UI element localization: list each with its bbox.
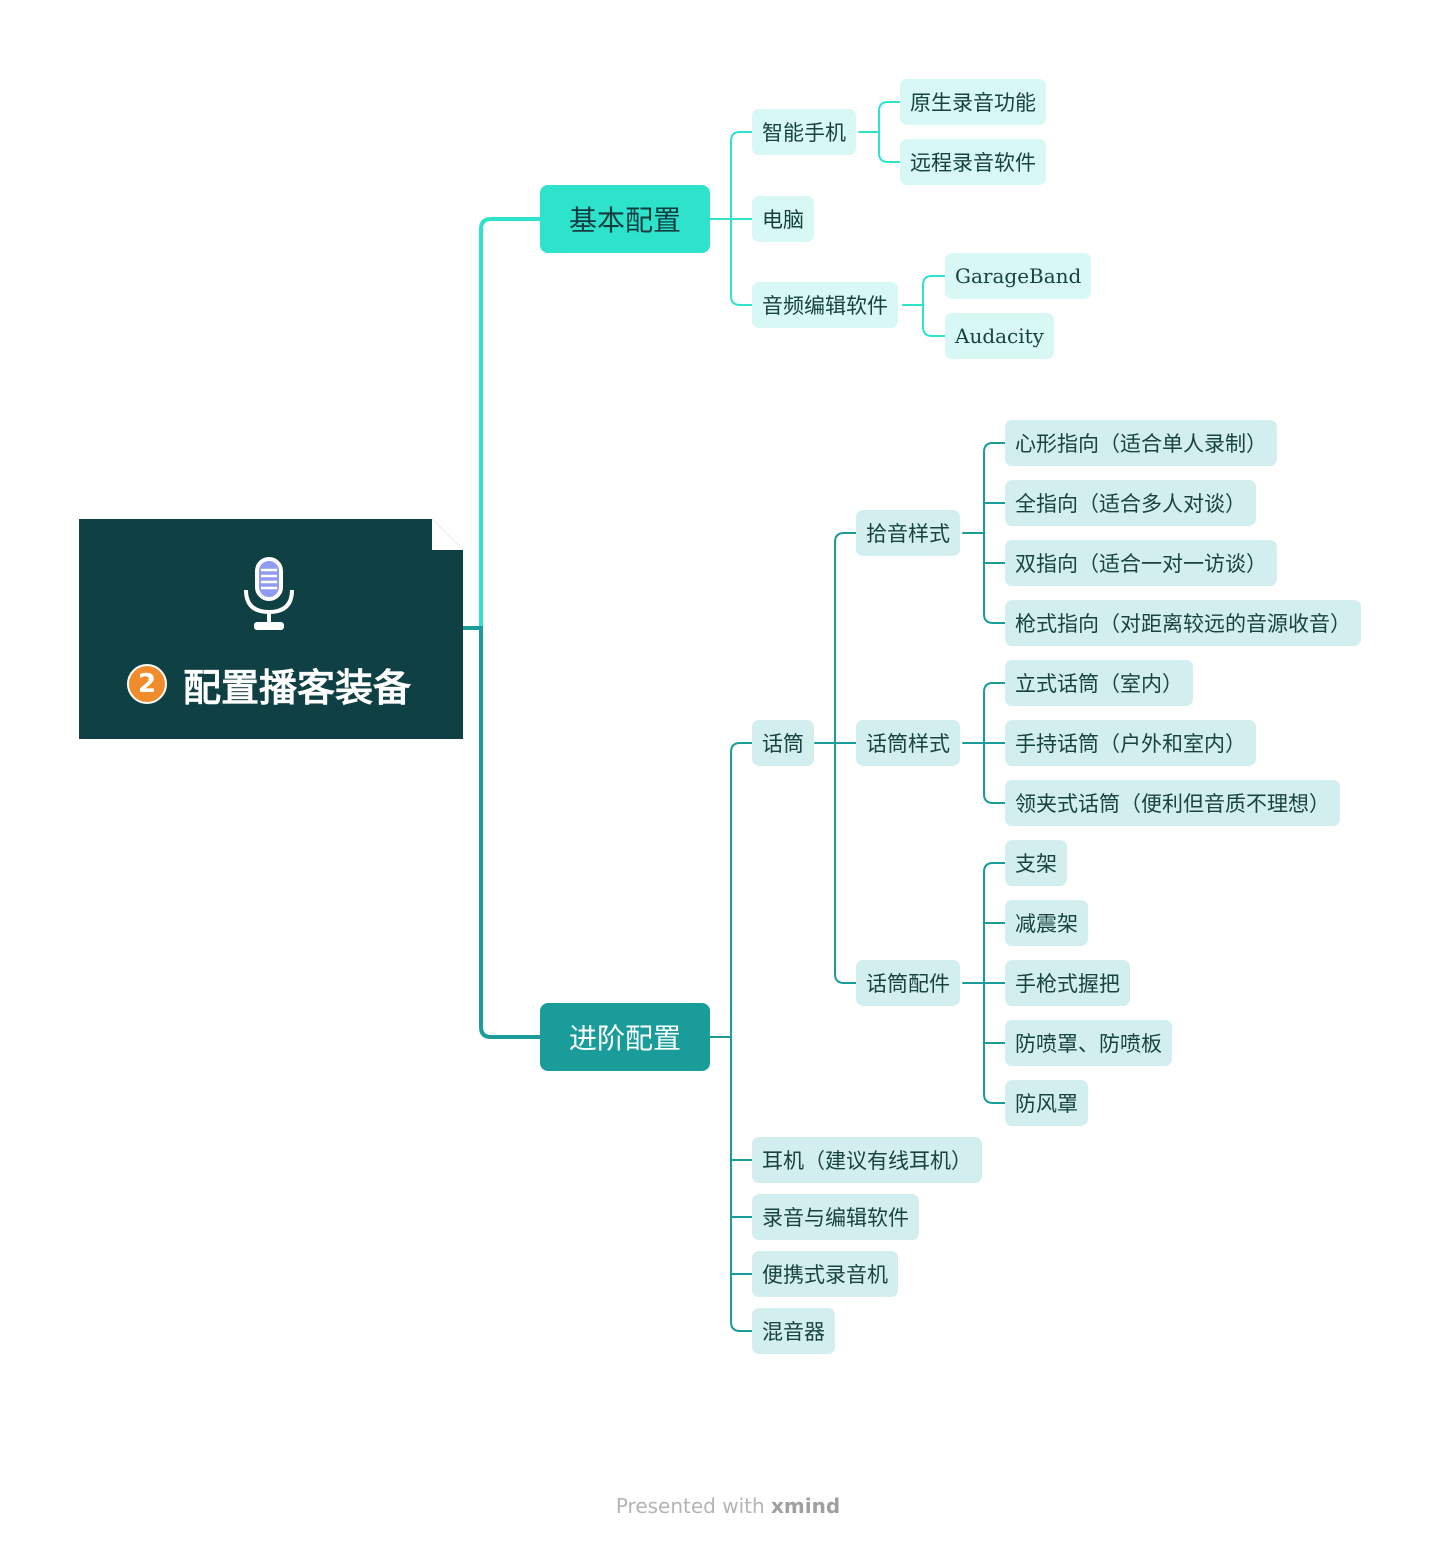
- topic-recording-software[interactable]: 录音与编辑软件: [752, 1194, 919, 1240]
- connector-phone-children: [858, 101, 901, 163]
- root-title-text: 配置播客装备: [183, 665, 412, 710]
- connector-style-children: [962, 682, 1006, 804]
- connector-root-basic: [461, 217, 542, 630]
- connector-basic-trunk: [709, 131, 753, 306]
- connector-accessory-children: [962, 862, 1006, 1104]
- microphone-icon: [244, 557, 294, 630]
- topic-advanced-config[interactable]: 进阶配置: [540, 1003, 710, 1071]
- topic-lavalier-mic[interactable]: 领夹式话筒（便利但音质不理想）: [1005, 780, 1340, 826]
- topic-shock-mount[interactable]: 减震架: [1005, 900, 1088, 946]
- topic-headphones[interactable]: 耳机（建议有线耳机）: [752, 1137, 982, 1183]
- topic-audacity[interactable]: Audacity: [945, 313, 1054, 359]
- topic-computer[interactable]: 电脑: [752, 196, 814, 242]
- connector-pickup-children: [962, 442, 1006, 624]
- connector-advanced-trunk: [709, 742, 753, 1332]
- topic-mic-style[interactable]: 话筒样式: [856, 720, 960, 766]
- topic-shotgun[interactable]: 枪式指向（对距离较远的音源收音）: [1005, 600, 1361, 646]
- topic-mixer[interactable]: 混音器: [752, 1308, 835, 1354]
- topic-smartphone[interactable]: 智能手机: [752, 109, 856, 155]
- connector-mic-trunk: [814, 532, 857, 984]
- root-title: 2 配置播客装备: [127, 660, 411, 710]
- topic-audio-editor[interactable]: 音频编辑软件: [752, 282, 898, 328]
- topic-pistol-grip[interactable]: 手枪式握把: [1005, 960, 1130, 1006]
- connector-root-advanced: [461, 626, 542, 1039]
- topic-omnidirectional[interactable]: 全指向（适合多人对谈）: [1005, 480, 1256, 526]
- topic-mic-accessories[interactable]: 话筒配件: [856, 960, 960, 1006]
- topic-microphone[interactable]: 话筒: [752, 720, 814, 766]
- footer-credit: Presented with xmind: [0, 1494, 1456, 1518]
- topic-basic-config[interactable]: 基本配置: [540, 185, 710, 253]
- footer-prefix: Presented with: [615, 1494, 765, 1518]
- topic-pop-filter[interactable]: 防喷罩、防喷板: [1005, 1020, 1172, 1066]
- connector-editor-children: [902, 275, 946, 337]
- topic-garageband[interactable]: GarageBand: [945, 253, 1092, 299]
- topic-remote-recording-software[interactable]: 远程录音软件: [900, 139, 1046, 185]
- topic-bidirectional[interactable]: 双指向（适合一对一访谈）: [1005, 540, 1277, 586]
- topic-pickup-pattern[interactable]: 拾音样式: [856, 510, 960, 556]
- footer-brand: xmind: [771, 1494, 841, 1518]
- topic-portable-recorder[interactable]: 便携式录音机: [752, 1251, 898, 1297]
- topic-stand[interactable]: 支架: [1005, 840, 1067, 886]
- priority-2-badge: 2: [127, 664, 167, 704]
- topic-cardioid[interactable]: 心形指向（适合单人录制）: [1005, 420, 1277, 466]
- topic-stand-mic[interactable]: 立式话筒（室内）: [1005, 660, 1193, 706]
- topic-handheld-mic[interactable]: 手持话筒（户外和室内）: [1005, 720, 1256, 766]
- topic-windscreen[interactable]: 防风罩: [1005, 1080, 1088, 1126]
- topic-native-recording[interactable]: 原生录音功能: [900, 79, 1046, 125]
